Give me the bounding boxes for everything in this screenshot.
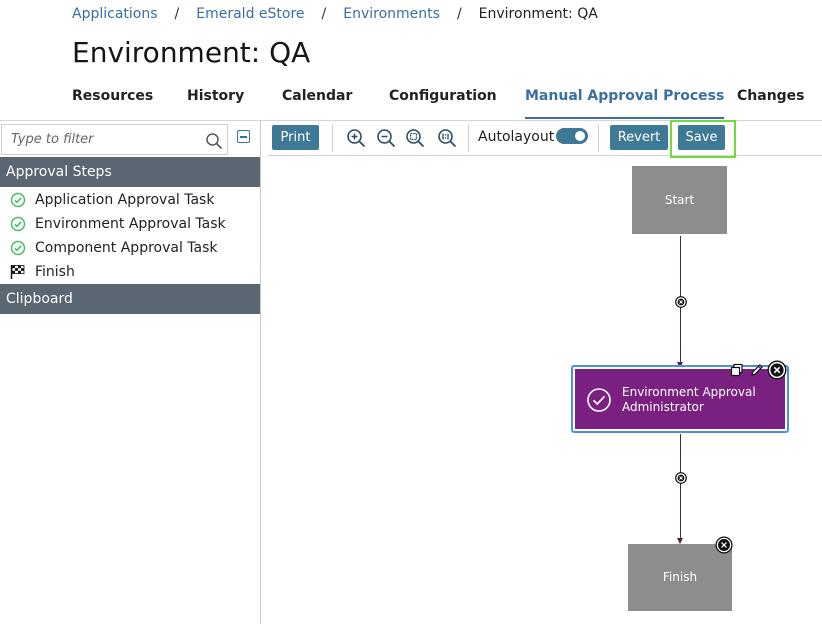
step-label: Component Approval Task (35, 240, 218, 256)
filter-input[interactable] (2, 125, 192, 154)
finish-node[interactable]: Finish (628, 544, 732, 611)
approval-node-body: Environment Approval Administrator (575, 369, 785, 429)
zoom-to-fit-icon[interactable] (405, 128, 425, 148)
edit-icon[interactable] (750, 363, 764, 377)
toolbar-divider (332, 125, 333, 152)
zoom-actual-size-icon[interactable] (437, 128, 457, 148)
step-environment-approval-task[interactable]: Environment Approval Task (10, 213, 226, 235)
start-node[interactable]: Start (632, 166, 727, 234)
approval-node-label: Environment Approval Administrator (622, 385, 756, 414)
autolayout-label: Autolayout (478, 129, 555, 145)
breadcrumb-link-applications[interactable]: Applications (72, 6, 158, 22)
delete-connection-icon[interactable] (675, 296, 687, 308)
steps-panel: Approval Steps Application Approval Task… (0, 121, 261, 624)
toolbar-divider (468, 125, 469, 152)
clipboard-header[interactable]: Clipboard (0, 284, 260, 314)
page-title: Environment: QA (72, 36, 311, 69)
breadcrumb-separator: / (456, 6, 462, 22)
filter-box (1, 124, 228, 155)
finish-node-label: Finish (662, 570, 698, 584)
approval-check-icon (587, 388, 611, 412)
check-circle-icon (10, 192, 26, 208)
collapse-all-icon[interactable] (237, 130, 250, 143)
environment-approval-node[interactable]: Environment Approval Administrator (571, 365, 789, 433)
breadcrumb-separator: / (321, 6, 327, 22)
tab-resources[interactable]: Resources (72, 88, 154, 104)
delete-connection-icon[interactable] (675, 472, 687, 484)
checkered-flag-icon (10, 265, 25, 279)
step-finish[interactable]: Finish (10, 261, 75, 283)
check-circle-icon (10, 240, 26, 256)
check-circle-icon (10, 216, 26, 232)
step-label: Finish (35, 264, 75, 280)
autolayout-toggle[interactable] (556, 128, 588, 144)
breadcrumb: Applications / Emerald eStore / Environm… (72, 6, 598, 22)
step-component-approval-task[interactable]: Component Approval Task (10, 237, 218, 259)
tab-calendar[interactable]: Calendar (282, 88, 353, 104)
connection-line (680, 434, 681, 541)
delete-node-icon[interactable] (715, 536, 733, 554)
approval-steps-header[interactable]: Approval Steps (0, 157, 260, 187)
delete-node-icon[interactable] (767, 360, 787, 380)
tab-configuration[interactable]: Configuration (389, 88, 497, 104)
tab-bar: Resources History Calendar Configuration… (0, 86, 822, 120)
save-button[interactable]: Save (678, 125, 725, 150)
search-icon[interactable] (205, 132, 223, 150)
breadcrumb-link-environments[interactable]: Environments (343, 6, 440, 22)
step-label: Environment Approval Task (35, 216, 226, 232)
zoom-in-icon[interactable] (346, 128, 366, 148)
toolbar-divider (598, 125, 599, 152)
arrow-head (677, 538, 683, 544)
print-button[interactable]: Print (272, 125, 319, 150)
process-canvas[interactable]: Start Environment Approval Administrator (267, 157, 822, 624)
breadcrumb-current: Environment: QA (478, 6, 598, 22)
tab-history[interactable]: History (187, 88, 245, 104)
step-label: Application Approval Task (35, 192, 215, 208)
tab-manual-approval-process[interactable]: Manual Approval Process (525, 86, 725, 119)
copy-icon[interactable] (730, 363, 744, 377)
breadcrumb-link-emerald-estore[interactable]: Emerald eStore (196, 6, 305, 22)
tabs-divider (0, 120, 822, 121)
designer-toolbar: Print Autolayout Revert Save (267, 120, 822, 158)
breadcrumb-separator: / (174, 6, 180, 22)
step-application-approval-task[interactable]: Application Approval Task (10, 189, 214, 211)
save-highlight (670, 120, 736, 158)
tab-changes[interactable]: Changes (737, 88, 805, 104)
zoom-out-icon[interactable] (376, 128, 396, 148)
revert-button[interactable]: Revert (610, 125, 668, 150)
start-node-label: Start (664, 193, 695, 207)
